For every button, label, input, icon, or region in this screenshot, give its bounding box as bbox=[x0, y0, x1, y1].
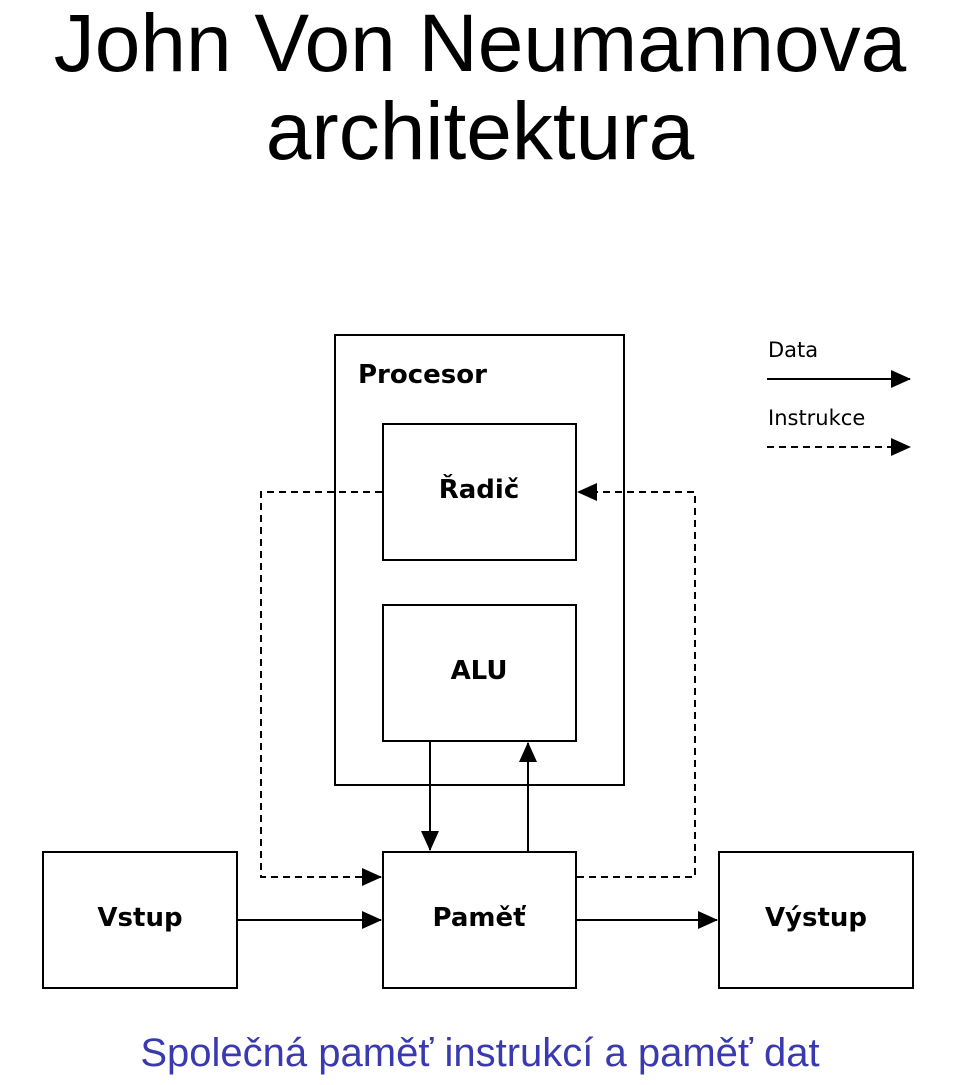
input-label: Vstup bbox=[97, 903, 182, 933]
output-box bbox=[718, 851, 914, 989]
slide-title-line-2: architektura bbox=[265, 86, 695, 177]
slide-title-line-1: John Von Neumannova bbox=[53, 0, 907, 89]
slide-title: John Von Neumannova architektura bbox=[0, 0, 960, 176]
memory-label: Paměť bbox=[432, 903, 527, 933]
input-box bbox=[42, 851, 238, 989]
legend: Data Instrukce bbox=[767, 338, 911, 456]
slide-caption: Společná paměť instrukcí a paměť dat bbox=[140, 1031, 820, 1075]
alu-box bbox=[382, 604, 577, 742]
control-unit-box bbox=[382, 423, 577, 561]
output-label: Výstup bbox=[765, 903, 867, 933]
control-unit-label: Řadič bbox=[439, 473, 520, 505]
control-to-memory-instruction-arrow bbox=[260, 491, 382, 886]
legend-data-label: Data bbox=[768, 338, 818, 362]
memory-box bbox=[382, 851, 577, 989]
alu-label: ALU bbox=[451, 656, 508, 686]
processor-label: Procesor bbox=[358, 360, 487, 390]
legend-instruction-label: Instrukce bbox=[768, 406, 865, 430]
